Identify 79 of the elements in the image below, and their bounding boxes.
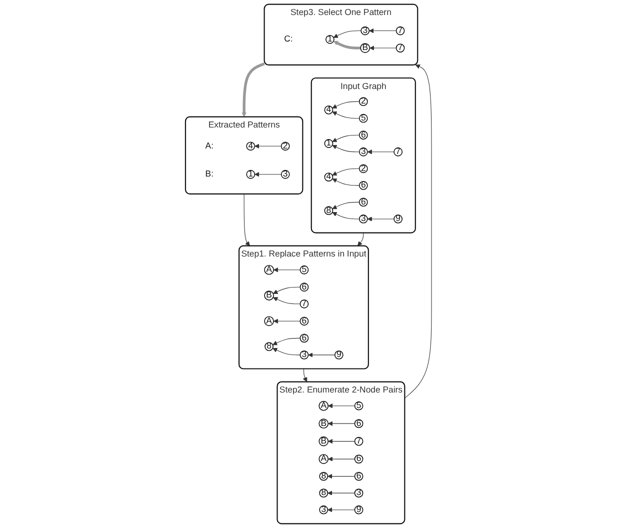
node-circle: A [264, 264, 274, 275]
arrow [254, 144, 282, 149]
node-circle: 6 [300, 316, 309, 326]
node-circle: 3 [319, 505, 328, 514]
node-label: B: [205, 170, 214, 179]
node-circle: 8 [264, 342, 274, 352]
arrow [244, 194, 250, 246]
node-label: C: [284, 34, 293, 44]
node-circle: 4 [324, 106, 334, 114]
arrow [302, 368, 308, 382]
arrow [327, 507, 356, 512]
arrow [367, 150, 394, 154]
node-circle: B [318, 436, 329, 446]
node-circle: A [318, 400, 329, 411]
node-circle: 8 [324, 206, 334, 216]
arrow [332, 178, 360, 186]
node-circle: B [264, 290, 274, 300]
arrow [328, 421, 356, 426]
arrow [327, 490, 356, 496]
node-circle: 6 [354, 472, 364, 481]
node-circle: 3 [358, 214, 368, 224]
node-circle: 9 [394, 214, 403, 224]
arrow [332, 111, 360, 119]
arrow [333, 30, 362, 38]
arrow [272, 348, 300, 356]
node-circle: 4 [246, 142, 256, 151]
arrow [332, 144, 360, 152]
arrow [333, 40, 361, 50]
arrow [272, 297, 300, 304]
node-circle: 3 [358, 147, 368, 156]
arrow [272, 338, 300, 346]
arrow [332, 134, 360, 142]
node-circle: B [318, 418, 329, 429]
node-circle: 2 [358, 164, 368, 174]
arrow [254, 172, 282, 177]
node-circle: 2 [358, 97, 368, 106]
arrow [327, 474, 356, 479]
arrow [357, 232, 364, 246]
arrow [272, 286, 300, 294]
arrow [273, 268, 300, 272]
arrow [273, 318, 300, 324]
node-circle: A [264, 316, 274, 326]
node-circle: 6 [358, 180, 368, 190]
arrow [328, 403, 356, 408]
node-circle: 8 [319, 488, 328, 498]
node-circle: 8 [319, 472, 328, 481]
node-circle: 6 [354, 419, 364, 428]
node-circle: 9 [334, 350, 344, 360]
node-circle: 9 [354, 505, 364, 514]
node-circle: B [360, 43, 370, 53]
arrow [332, 168, 360, 176]
arrow [404, 64, 432, 398]
arrow [368, 28, 396, 34]
node-circle: A [318, 454, 329, 464]
node-circle: 1 [326, 34, 334, 44]
node-circle: 7 [354, 436, 364, 446]
arrow [328, 456, 356, 462]
arrow [367, 216, 394, 222]
node-circle: 6 [358, 198, 368, 207]
node-circle: 6 [354, 454, 364, 464]
arrow [332, 212, 360, 220]
arrow [332, 202, 360, 210]
arrow [328, 438, 356, 444]
node-circle: 2 [280, 142, 290, 151]
node-circle: 6 [300, 282, 309, 292]
arrow [332, 101, 360, 108]
arrow [308, 352, 336, 358]
node-label: A: [205, 141, 214, 150]
node-circle: 6 [300, 334, 309, 343]
node-circle: 3 [280, 170, 290, 179]
node-circle: 3 [360, 26, 370, 36]
node-circle: 3 [300, 350, 309, 360]
node-circle: 1 [324, 139, 334, 148]
node-circle: 7 [396, 26, 405, 36]
node-circle: 6 [358, 130, 368, 140]
arrow [242, 62, 265, 118]
arrow [369, 46, 396, 50]
node-circle: 1 [246, 170, 256, 179]
node-circle: 4 [324, 172, 334, 182]
